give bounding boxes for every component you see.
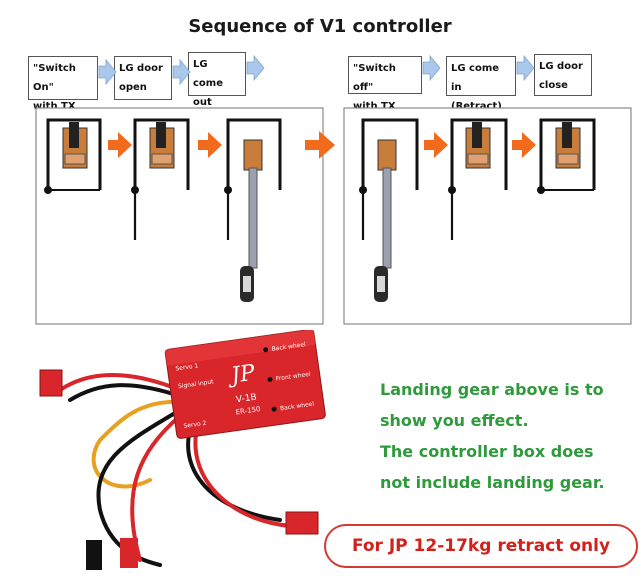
retract-unit-icon (62, 122, 581, 169)
extended-gear-left (240, 139, 263, 302)
sequence-arrow-4 (424, 132, 448, 158)
step-switch-on: "Switch On" with TX (28, 56, 98, 112)
port-label: Front wheel (275, 371, 311, 383)
extended-gear-right (374, 139, 397, 302)
step-arrow-2 (172, 58, 191, 86)
gear-bays-left (46, 118, 282, 190)
page-title: Sequence of V1 controller (188, 16, 452, 37)
controller-model: V-1B (235, 393, 257, 406)
step-arrow-1 (98, 58, 117, 86)
step-come-in: LG come in (Retract) (446, 56, 516, 112)
port-label: Back wheel (280, 401, 315, 413)
step-arrow-4 (422, 54, 441, 82)
controller-part: ER-150 (235, 405, 261, 416)
sequence-arrow-1 (108, 132, 132, 158)
step-arrow-5 (516, 54, 535, 82)
step-door-open: LG door open (114, 56, 172, 100)
sequence-arrow-3 (305, 131, 335, 159)
sequence-arrow-5 (512, 132, 536, 158)
port-label: Servo 1 (175, 362, 199, 372)
note-text: Landing gear above is to show you effect… (380, 380, 605, 492)
step-switch-off: "Switch off" with TX (348, 56, 422, 112)
step-arrow-3 (246, 54, 265, 82)
step-come-out: LG come out (188, 52, 246, 108)
gear-bays-right (361, 118, 596, 190)
port-label: Back wheel (271, 341, 306, 353)
sequence-arrow-2 (198, 132, 222, 158)
controller-box-image: JP V-1B ER-150 Servo 1 Signal input Serv… (39, 330, 326, 570)
port-label: Servo 2 (183, 420, 207, 430)
step-door-close: LG door close (534, 54, 592, 96)
diagram-graphics (35, 54, 632, 325)
compatibility-badge: For JP 12-17kg retract only (324, 524, 638, 568)
